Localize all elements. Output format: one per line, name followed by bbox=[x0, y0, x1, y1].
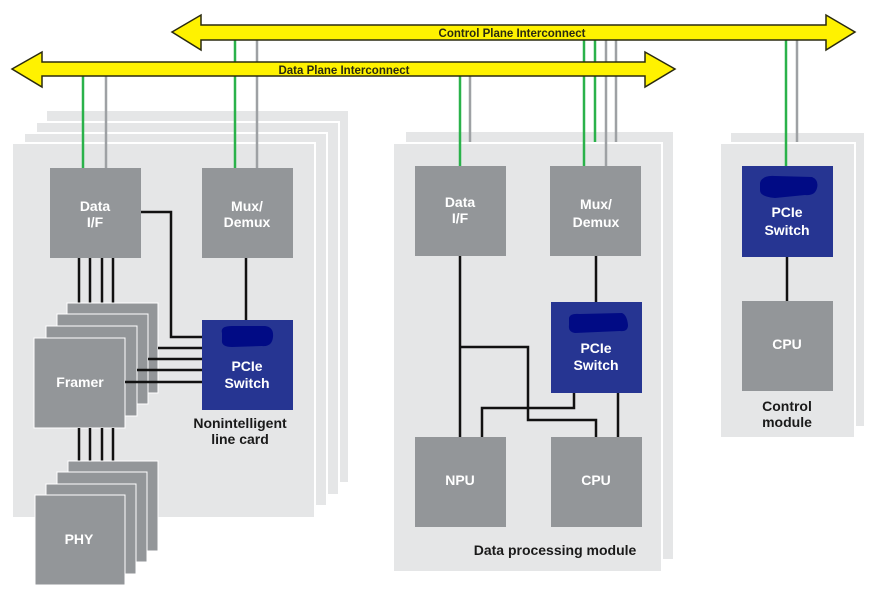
redacted-logo bbox=[221, 326, 274, 347]
framer-label: Framer bbox=[56, 374, 104, 390]
control-plane-arrow bbox=[170, 13, 857, 52]
control-plane-bus: Control Plane Interconnect bbox=[170, 13, 857, 52]
control-cpu-block bbox=[742, 301, 833, 391]
control-module-caption-2: module bbox=[762, 414, 812, 430]
phy-block bbox=[34, 494, 126, 586]
dpm-data-if-label-2: I/F bbox=[452, 210, 469, 226]
framer-block bbox=[33, 337, 126, 429]
dpm-cpu-block bbox=[551, 437, 642, 527]
pcie-npu-wire bbox=[480, 393, 576, 437]
dpm-mux-block bbox=[550, 166, 641, 256]
dpm-pcie-label-2: Switch bbox=[573, 357, 618, 373]
dpm-mux-label-1: Mux/ bbox=[580, 196, 612, 212]
line-card-data-if-label-2: I/F bbox=[87, 214, 104, 230]
framer-pcie-wires bbox=[125, 210, 248, 384]
data-plane-bus: Data Plane Interconnect bbox=[10, 50, 677, 89]
control-module-contents: PCIe Switch CPU Control module bbox=[742, 166, 833, 430]
line-card-mux-block bbox=[202, 168, 293, 258]
data-plane-arrow bbox=[10, 50, 677, 89]
data-if-pcie-wire bbox=[141, 210, 202, 339]
line-card-caption-1: Nonintelligent bbox=[193, 415, 287, 431]
redacted-logo bbox=[760, 175, 818, 198]
control-pcie-label-2: Switch bbox=[764, 222, 809, 238]
line-card-caption-2: line card bbox=[211, 431, 269, 447]
line-card-contents: Data I/F Mux/ Demux Framer bbox=[33, 168, 293, 586]
line-card-pcie-label-1: PCIe bbox=[231, 358, 262, 374]
data-module-caption: Data processing module bbox=[474, 542, 637, 558]
control-pcie-label-1: PCIe bbox=[771, 204, 802, 220]
line-card-data-if-block bbox=[50, 168, 141, 258]
npu-block bbox=[415, 437, 506, 527]
data-module-contents: Data I/F Mux/ Demux PCIe Switch NPU CPU … bbox=[415, 166, 642, 558]
phy-label: PHY bbox=[65, 531, 94, 547]
line-card-mux-label-1: Mux/ bbox=[231, 198, 263, 214]
dpm-data-if-block bbox=[415, 166, 506, 256]
data-if-cpu-wire bbox=[460, 345, 598, 437]
line-card-pcie-label-2: Switch bbox=[224, 375, 269, 391]
dpm-cpu-label: CPU bbox=[581, 472, 611, 488]
dpm-pcie-label-1: PCIe bbox=[580, 340, 611, 356]
dpm-mux-label-2: Demux bbox=[573, 214, 620, 230]
dpm-wires bbox=[458, 256, 620, 437]
line-card-mux-label-2: Demux bbox=[224, 214, 271, 230]
data-plane-label: Data Plane Interconnect bbox=[278, 65, 409, 77]
dpm-data-if-label-1: Data bbox=[445, 194, 476, 210]
line-card-data-if-label-1: Data bbox=[80, 198, 111, 214]
control-module-caption-1: Control bbox=[762, 398, 812, 414]
redacted-logo bbox=[568, 313, 628, 333]
npu-label: NPU bbox=[445, 472, 475, 488]
control-cpu-label: CPU bbox=[772, 336, 802, 352]
control-plane-label: Control Plane Interconnect bbox=[439, 28, 586, 40]
